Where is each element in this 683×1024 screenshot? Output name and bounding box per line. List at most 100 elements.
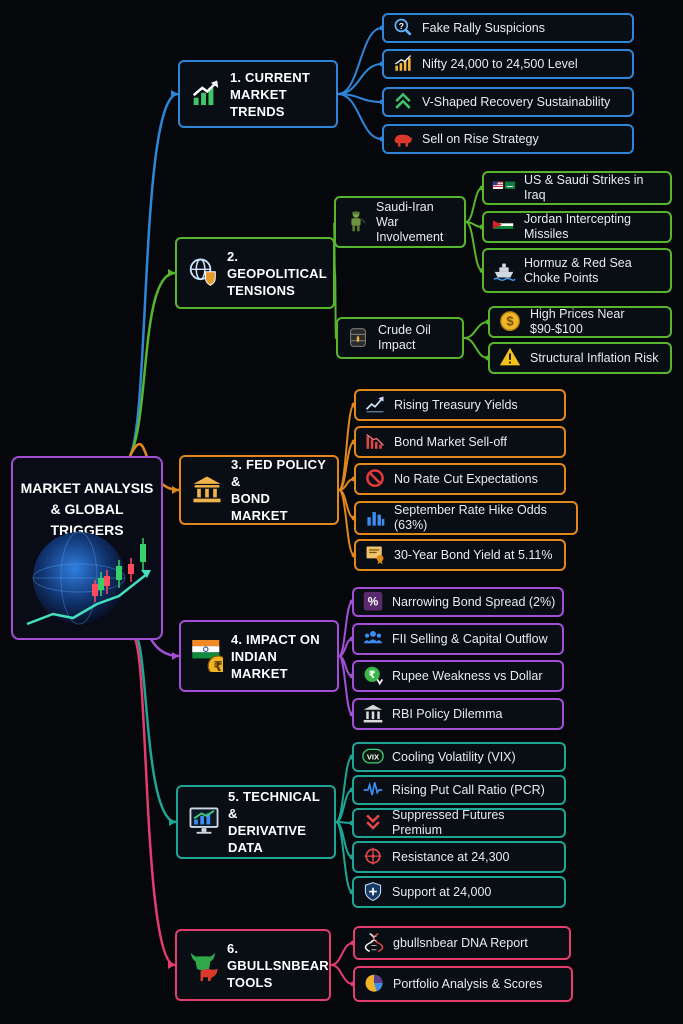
item-tech-3: Suppressed Futures Premium (352, 808, 566, 838)
item-fed-1-icon-wrap (364, 394, 386, 416)
rupee-down-icon: ₹ (364, 666, 384, 686)
item-trends-3-label: V-Shaped Recovery Sustainability (422, 95, 610, 110)
item-fed-2-label: Bond Market Sell-off (394, 435, 507, 450)
oil-barrel-icon (350, 328, 366, 347)
dna-icon (364, 933, 384, 953)
link-fed-0 (338, 404, 355, 491)
item-india-2-label-line1: FII Selling & Capital Outflow (392, 631, 548, 646)
item-fed-2-label-line1: Bond Market Sell-off (394, 434, 508, 449)
item-tech-4-label: Resistance at 24,300 (392, 850, 509, 865)
item-fed-5-label-line1: 30-Year Bond Yield at 5.11% (394, 547, 553, 562)
item-fed-4-label: September Rate Hike Odds (63%) (394, 503, 570, 533)
warning-icon (499, 347, 521, 366)
item-trends-4-label: Sell on Rise Strategy (422, 132, 539, 147)
category-tools-icon-wrap (187, 949, 219, 981)
magnifier-question-icon: ? (394, 18, 412, 36)
bear-icon (394, 134, 413, 147)
branch-line-tools (128, 635, 176, 967)
item-geo-2-2-icon-wrap (498, 346, 522, 370)
bull-bear-icon (190, 952, 218, 981)
item-india-3-icon-wrap: ₹ (362, 665, 384, 687)
vix-badge-icon: VIX (362, 748, 384, 764)
category-trends: 1. CurrentMarket Trends (178, 60, 338, 128)
sub-geo-2-label: Crude Oil Impact (378, 323, 456, 353)
up-chevrons-icon (395, 92, 411, 109)
rising-bar-chart-icon (192, 80, 219, 106)
link-tools-0 (330, 942, 354, 966)
item-geo-2-2-label: Structural Inflation Risk (530, 351, 659, 366)
link-fed-4 (338, 489, 355, 556)
globe-market-icon (26, 531, 151, 626)
item-tech-5-label: Support at 24,000 (392, 885, 491, 900)
item-india-4-label-line1: RBI Policy Dilemma (392, 706, 503, 721)
item-fed-4: September Rate Hike Odds (63%) (354, 501, 578, 535)
branch-line-trends-arrow (171, 90, 178, 98)
item-india-1-icon-wrap: % (362, 591, 384, 613)
category-geo-label: 2. GeopoliticalTensions (227, 248, 327, 299)
item-trends-2-icon-wrap (392, 53, 414, 75)
link-geo-sub-1 (334, 272, 337, 339)
item-tech-2-label-line1: Rising Put Call Ratio (PCR) (392, 782, 545, 797)
item-geo-1-3-label-line1: Hormuz & Red Sea (524, 255, 632, 270)
bank-building-icon (193, 476, 221, 503)
item-india-2-icon-wrap (362, 628, 384, 650)
no-sign-icon (366, 469, 384, 488)
category-fed-label-line2: Bond Market (231, 491, 288, 523)
category-tech-label: 5. Technical &Derivative Data (228, 788, 326, 856)
item-geo-1-2-icon-wrap (492, 215, 516, 239)
item-tech-1-icon-wrap: VIX (362, 746, 384, 768)
category-tools: 6. GbullsnbearTools (175, 929, 331, 1001)
item-tech-5: Support at 24,000 (352, 876, 566, 908)
sub-geo-1-label-line2: Involvement (376, 229, 444, 244)
item-geo-1-3-label-line2: Choke Points (524, 270, 599, 285)
item-trends-3-icon-wrap (392, 91, 414, 113)
category-tech-label-line2: Derivative Data (228, 823, 307, 855)
item-trends-1: ?Fake Rally Suspicions (382, 13, 634, 43)
link-tools-1 (330, 964, 354, 985)
category-geo-icon-wrap (187, 257, 219, 289)
item-geo-1-2-label-line1: Jordan Intercepting Missiles (524, 212, 632, 241)
rising-line-icon (365, 396, 384, 413)
item-trends-4-icon-wrap (392, 128, 414, 150)
category-fed-label: 3. Fed policy &Bond Market (231, 456, 329, 524)
category-geo-label-line1: 2. Geopolitical (227, 248, 327, 281)
item-trends-2-label: Nifty 24,000 to 24,500 Level (422, 57, 578, 72)
svg-text:?: ? (399, 21, 404, 31)
item-tech-4-icon-wrap (362, 846, 384, 868)
svg-text:₹: ₹ (213, 659, 222, 672)
item-tools-2-label: Portfolio Analysis & Scores (393, 977, 542, 992)
item-india-3: ₹Rupee Weakness vs Dollar (352, 660, 564, 692)
item-tech-4: Resistance at 24,300 (352, 841, 566, 873)
item-trends-3-label-line1: V-Shaped Recovery Sustainability (422, 94, 611, 109)
item-fed-4-icon-wrap (364, 507, 386, 529)
link-trends-1 (337, 63, 383, 95)
item-india-1: %Narrowing Bond Spread (2%) (352, 587, 564, 617)
item-fed-3-label: No Rate Cut Expectations (394, 472, 538, 487)
jordan-flag-icon (492, 220, 514, 229)
item-india-2: FII Selling & Capital Outflow (352, 623, 564, 655)
item-geo-2-1: $High Prices Near $90-$100 (488, 306, 672, 338)
certificate-icon (366, 546, 384, 565)
root-title-line1: Market Analysis (20, 480, 154, 496)
branch-line-geo-arrow (168, 269, 175, 277)
root-title: Market Analysis & Global Triggers (13, 478, 161, 541)
item-geo-1-2: Jordan Intercepting Missiles (482, 211, 672, 243)
item-geo-1-2-label: Jordan Intercepting Missiles (524, 212, 664, 242)
category-trends-label-line2: Market Trends (230, 86, 287, 119)
percent-icon: % (363, 591, 383, 611)
branch-line-fed-arrow (172, 486, 179, 494)
item-fed-3-icon-wrap (364, 468, 386, 490)
item-fed-5-label: 30-Year Bond Yield at 5.11% (394, 548, 552, 563)
people-icon (363, 630, 383, 644)
down-chevrons-icon (366, 814, 380, 830)
item-fed-3-label-line1: No Rate Cut Expectations (394, 471, 538, 486)
item-tech-2-icon-wrap (362, 779, 384, 801)
branch-line-tech-arrow (169, 818, 176, 826)
link-geo-0-2 (465, 221, 483, 272)
item-tools-1: gbullsnbear DNA Report (353, 926, 571, 960)
item-tools-2-icon-wrap (363, 973, 385, 995)
